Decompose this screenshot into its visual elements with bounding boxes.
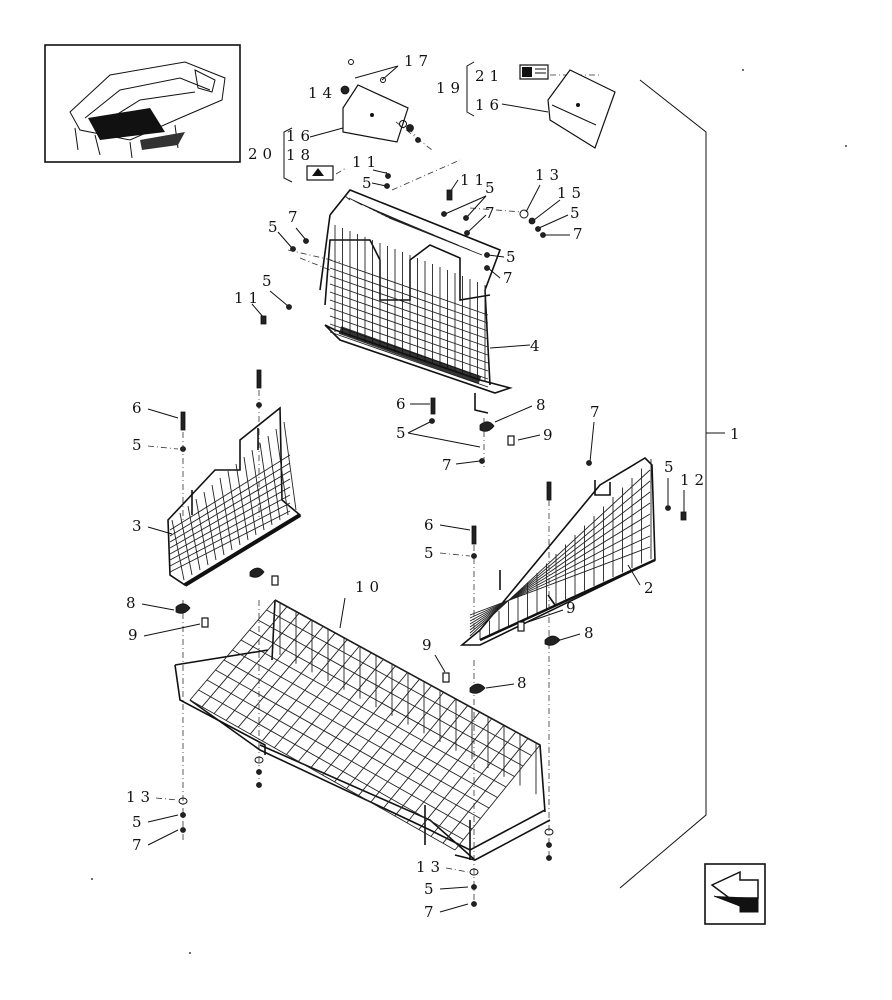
label-5-c: 5 — [570, 204, 585, 222]
label-5-j: 5 — [664, 458, 679, 476]
upper-basket-item-4: 4 — [319, 189, 545, 414]
label-5-k: 5 — [424, 544, 439, 562]
label-7-b: 7 — [573, 225, 588, 243]
label-7-f: 7 — [132, 836, 147, 854]
label-9-b: 9 — [128, 626, 143, 644]
label-9-a: 9 — [543, 426, 558, 444]
label-8-d: 8 — [517, 674, 532, 692]
label-19: 19 — [436, 79, 465, 97]
item-1-bracket: 1 — [619, 79, 745, 889]
decal-group-20: 20 16 18 17 14 11 — [248, 52, 433, 183]
label-5-i: 5 — [132, 813, 147, 831]
label-11-a: 11 — [352, 153, 381, 171]
label-13-c: 13 — [416, 858, 445, 876]
label-5-h: 5 — [132, 436, 147, 454]
label-18: 18 — [286, 146, 315, 164]
left-hardware-column: 6 5 8 9 13 5 7 — [126, 369, 279, 854]
label-4: 4 — [530, 337, 545, 355]
decal-group-19: 19 21 16 — [436, 61, 616, 149]
label-21: 21 — [475, 67, 504, 85]
machine-location-inset-icon — [44, 44, 241, 163]
label-8-c: 8 — [584, 624, 599, 642]
label-11-c: 11 — [234, 289, 263, 307]
next-page-arrow-icon[interactable] — [704, 863, 766, 925]
divider-item-3: 3 — [132, 406, 302, 587]
label-5-d: 5 — [268, 218, 283, 236]
label-16-left: 16 — [286, 127, 315, 145]
label-13-b: 13 — [126, 788, 155, 806]
label-7-h: 7 — [424, 903, 439, 921]
label-3: 3 — [132, 517, 147, 535]
upper-hardware: 5 11 5 7 13 15 5 7 5 7 5 11 5 7 — [234, 159, 588, 325]
label-7-a: 7 — [485, 204, 500, 222]
label-7-c: 7 — [288, 208, 303, 226]
label-5-b: 5 — [485, 179, 500, 197]
label-10: 10 — [355, 578, 384, 596]
label-5-f: 5 — [506, 248, 521, 266]
label-20: 20 — [248, 145, 277, 163]
label-13-a: 13 — [535, 166, 564, 184]
label-6-c: 6 — [424, 516, 439, 534]
label-6-a: 6 — [396, 395, 411, 413]
label-12: 12 — [680, 471, 709, 489]
label-7-g: 7 — [590, 403, 605, 421]
label-2: 2 — [644, 579, 659, 597]
label-9-c: 9 — [566, 599, 581, 617]
label-14: 14 — [308, 84, 337, 102]
label-11-b: 11 — [460, 171, 489, 189]
label-5-l: 5 — [424, 880, 439, 898]
label-7-d: 7 — [503, 269, 518, 287]
floor-basket-item-10: 10 — [174, 578, 551, 861]
label-8-b: 8 — [126, 594, 141, 612]
label-5-e: 5 — [262, 272, 277, 290]
label-8-a: 8 — [536, 396, 551, 414]
label-17: 17 — [404, 52, 433, 70]
label-1: 1 — [730, 425, 745, 443]
label-7-e: 7 — [442, 456, 457, 474]
hardware-under-item-4: 6 5 8 9 7 — [396, 395, 558, 474]
right-hardware: 7 5 12 6 5 9 8 9 8 13 5 7 — [416, 403, 709, 921]
label-15: 15 — [557, 184, 586, 202]
label-6-b: 6 — [132, 399, 147, 417]
label-5-g: 5 — [396, 424, 411, 442]
label-5-a: 5 — [362, 174, 377, 192]
label-16-top: 16 — [475, 96, 504, 114]
label-9-d: 9 — [422, 636, 437, 654]
divider-item-2: 2 — [459, 456, 659, 646]
